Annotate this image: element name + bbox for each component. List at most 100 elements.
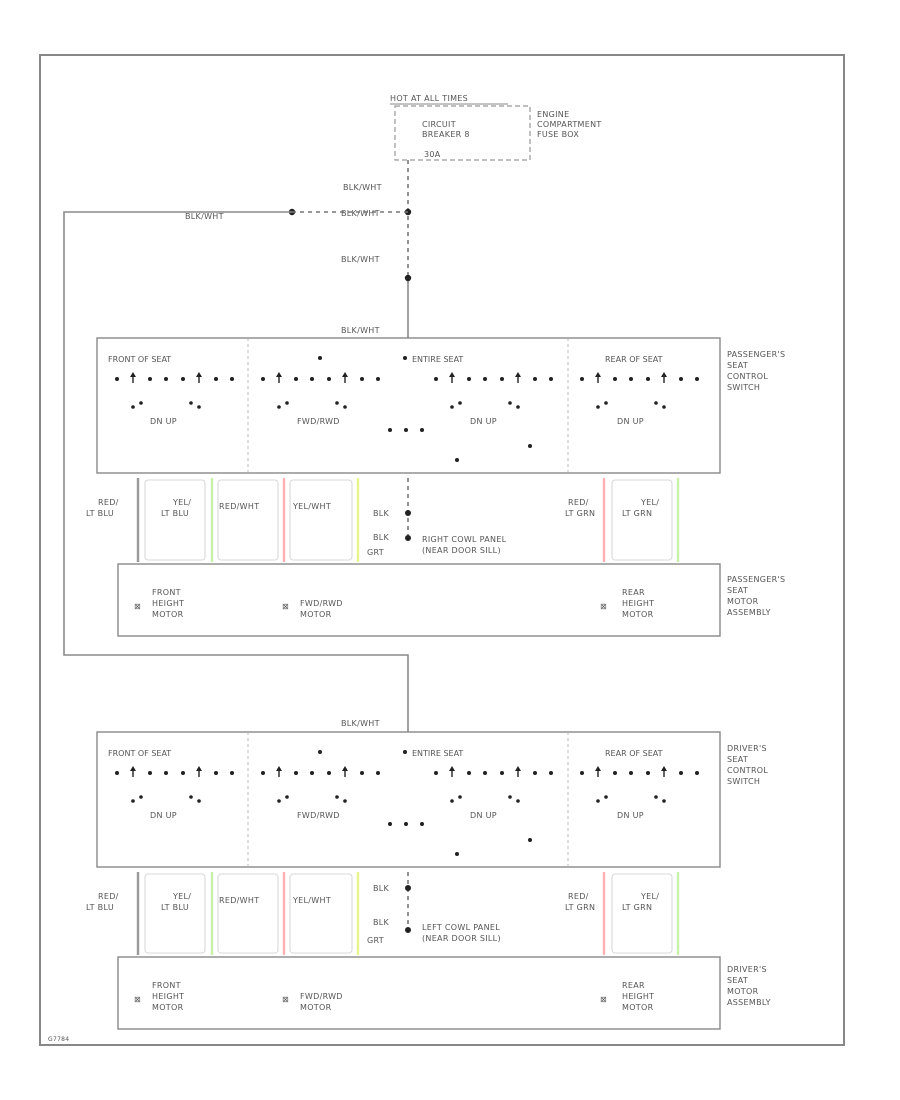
passenger-dn-up-entire: DN UP [470,417,497,426]
fuse-location-2: COMPARTMENT [537,120,602,129]
switch-contact [343,405,347,409]
switch-contact-arrow [449,766,455,771]
passenger-switch-dot [404,428,408,432]
wire-label-frame [289,873,353,954]
switch-contact [604,401,608,405]
switch-contact [679,377,683,381]
passenger-wire2-a: YEL/ [172,498,191,507]
passenger-front-motor-2: HEIGHT [152,599,184,608]
footer-code: G7784 [48,1036,69,1043]
switch-contact [197,799,201,803]
switch-contact [434,771,438,775]
switch-contact [580,771,584,775]
passenger-section-rear: REAR OF SEAT [605,355,663,364]
switch-contact [181,771,185,775]
driver-motor-name-4: ASSEMBLY [727,998,771,1007]
switch-contact-arrow [661,372,667,377]
switch-contact [115,377,119,381]
wire-label-frame [611,873,673,954]
switch-contact [596,405,600,409]
switch-contact [500,771,504,775]
driver-fwd-motor-2: MOTOR [300,1003,332,1012]
passenger-wire5-a: RED/ [568,498,589,507]
breaker-amp: 30A [424,150,441,159]
driver-grt: GRT [367,936,384,945]
switch-contact [181,377,185,381]
wire-label-frame [144,479,206,561]
passenger-ground-dot [405,535,411,541]
switch-contact [580,377,584,381]
driver-wire5-b: LT GRN [565,903,595,912]
passenger-switch-box [96,337,721,474]
passenger-switch-dot [528,444,532,448]
switch-contact [483,377,487,381]
passenger-fwd-motor-1: FWD/RWD [300,599,343,608]
driver-wire6-b: LT GRN [622,903,652,912]
switch-contact [360,377,364,381]
passenger-switch-dot [420,428,424,432]
switch-contact [115,771,119,775]
driver-switch-dot [404,822,408,826]
switch-contact-arrow [595,372,601,377]
passenger-wire4: YEL/WHT [292,502,331,511]
passenger-grt: GRT [367,548,384,557]
switch-contact [139,795,143,799]
feed-label-top: BLK/WHT [343,183,382,192]
driver-rear-motor-2: HEIGHT [622,992,654,1001]
wire-label-frame [144,873,206,954]
switch-contact [662,405,666,409]
driver-blk-2: BLK [373,918,390,927]
switch-contact [261,377,265,381]
switch-contact [613,771,617,775]
passenger-switch-dot [388,428,392,432]
driver-fwd-rwd: FWD/RWD [297,811,340,820]
switch-contact [646,377,650,381]
passenger-motor-box [117,563,721,637]
switch-contact [285,795,289,799]
driver-harness-wires [136,872,680,955]
switch-contact [131,405,135,409]
switch-contact [335,401,339,405]
switch-contact [197,405,201,409]
wire-label-frame [289,479,353,561]
passenger-rear-motor-3: MOTOR [622,610,654,619]
fuse-location-3: FUSE BOX [537,130,579,139]
driver-switch-dot [455,852,459,856]
passenger-motor-symbol: ⊠ [282,602,289,611]
switch-contact [164,771,168,775]
passenger-rear-motor-2: HEIGHT [622,599,654,608]
passenger-motor-name-1: PASSENGER'S [727,575,785,584]
switch-contact-arrow [515,766,521,771]
passenger-motor-symbol: ⊠ [134,602,141,611]
driver-ground-1: LEFT COWL PANEL [422,923,500,932]
switch-contact [327,771,331,775]
driver-wire1-b: LT BLU [86,903,114,912]
driver-wire3: RED/WHT [219,896,259,905]
driver-feed-wire [63,211,409,732]
driver-switch-name-4: SWITCH [727,777,760,786]
driver-motor-name-2: SEAT [727,976,748,985]
passenger-wire6-a: YEL/ [640,498,659,507]
wire-label-frame [217,873,279,954]
switch-contact-arrow [276,372,282,377]
passenger-harness-wires [136,478,680,562]
driver-switch-dot [528,838,532,842]
switch-contact-arrow [449,372,455,377]
switch-contact [508,401,512,405]
switch-contact-arrow [196,372,202,377]
driver-front-motor-2: HEIGHT [152,992,184,1001]
passenger-dn-up-rear: DN UP [617,417,644,426]
switch-contact [285,401,289,405]
driver-wire2-b: LT BLU [161,903,189,912]
fuse-box [394,105,531,161]
breaker-line2: BREAKER 8 [422,130,470,139]
passenger-dn-up-front: DN UP [150,417,177,426]
driver-switch-name-2: SEAT [727,755,748,764]
passenger-motor-name-3: MOTOR [727,597,759,606]
switch-contact [294,377,298,381]
switch-contact [360,771,364,775]
driver-switch-dot [318,750,322,754]
switch-contact [343,799,347,803]
switch-contact [629,771,633,775]
